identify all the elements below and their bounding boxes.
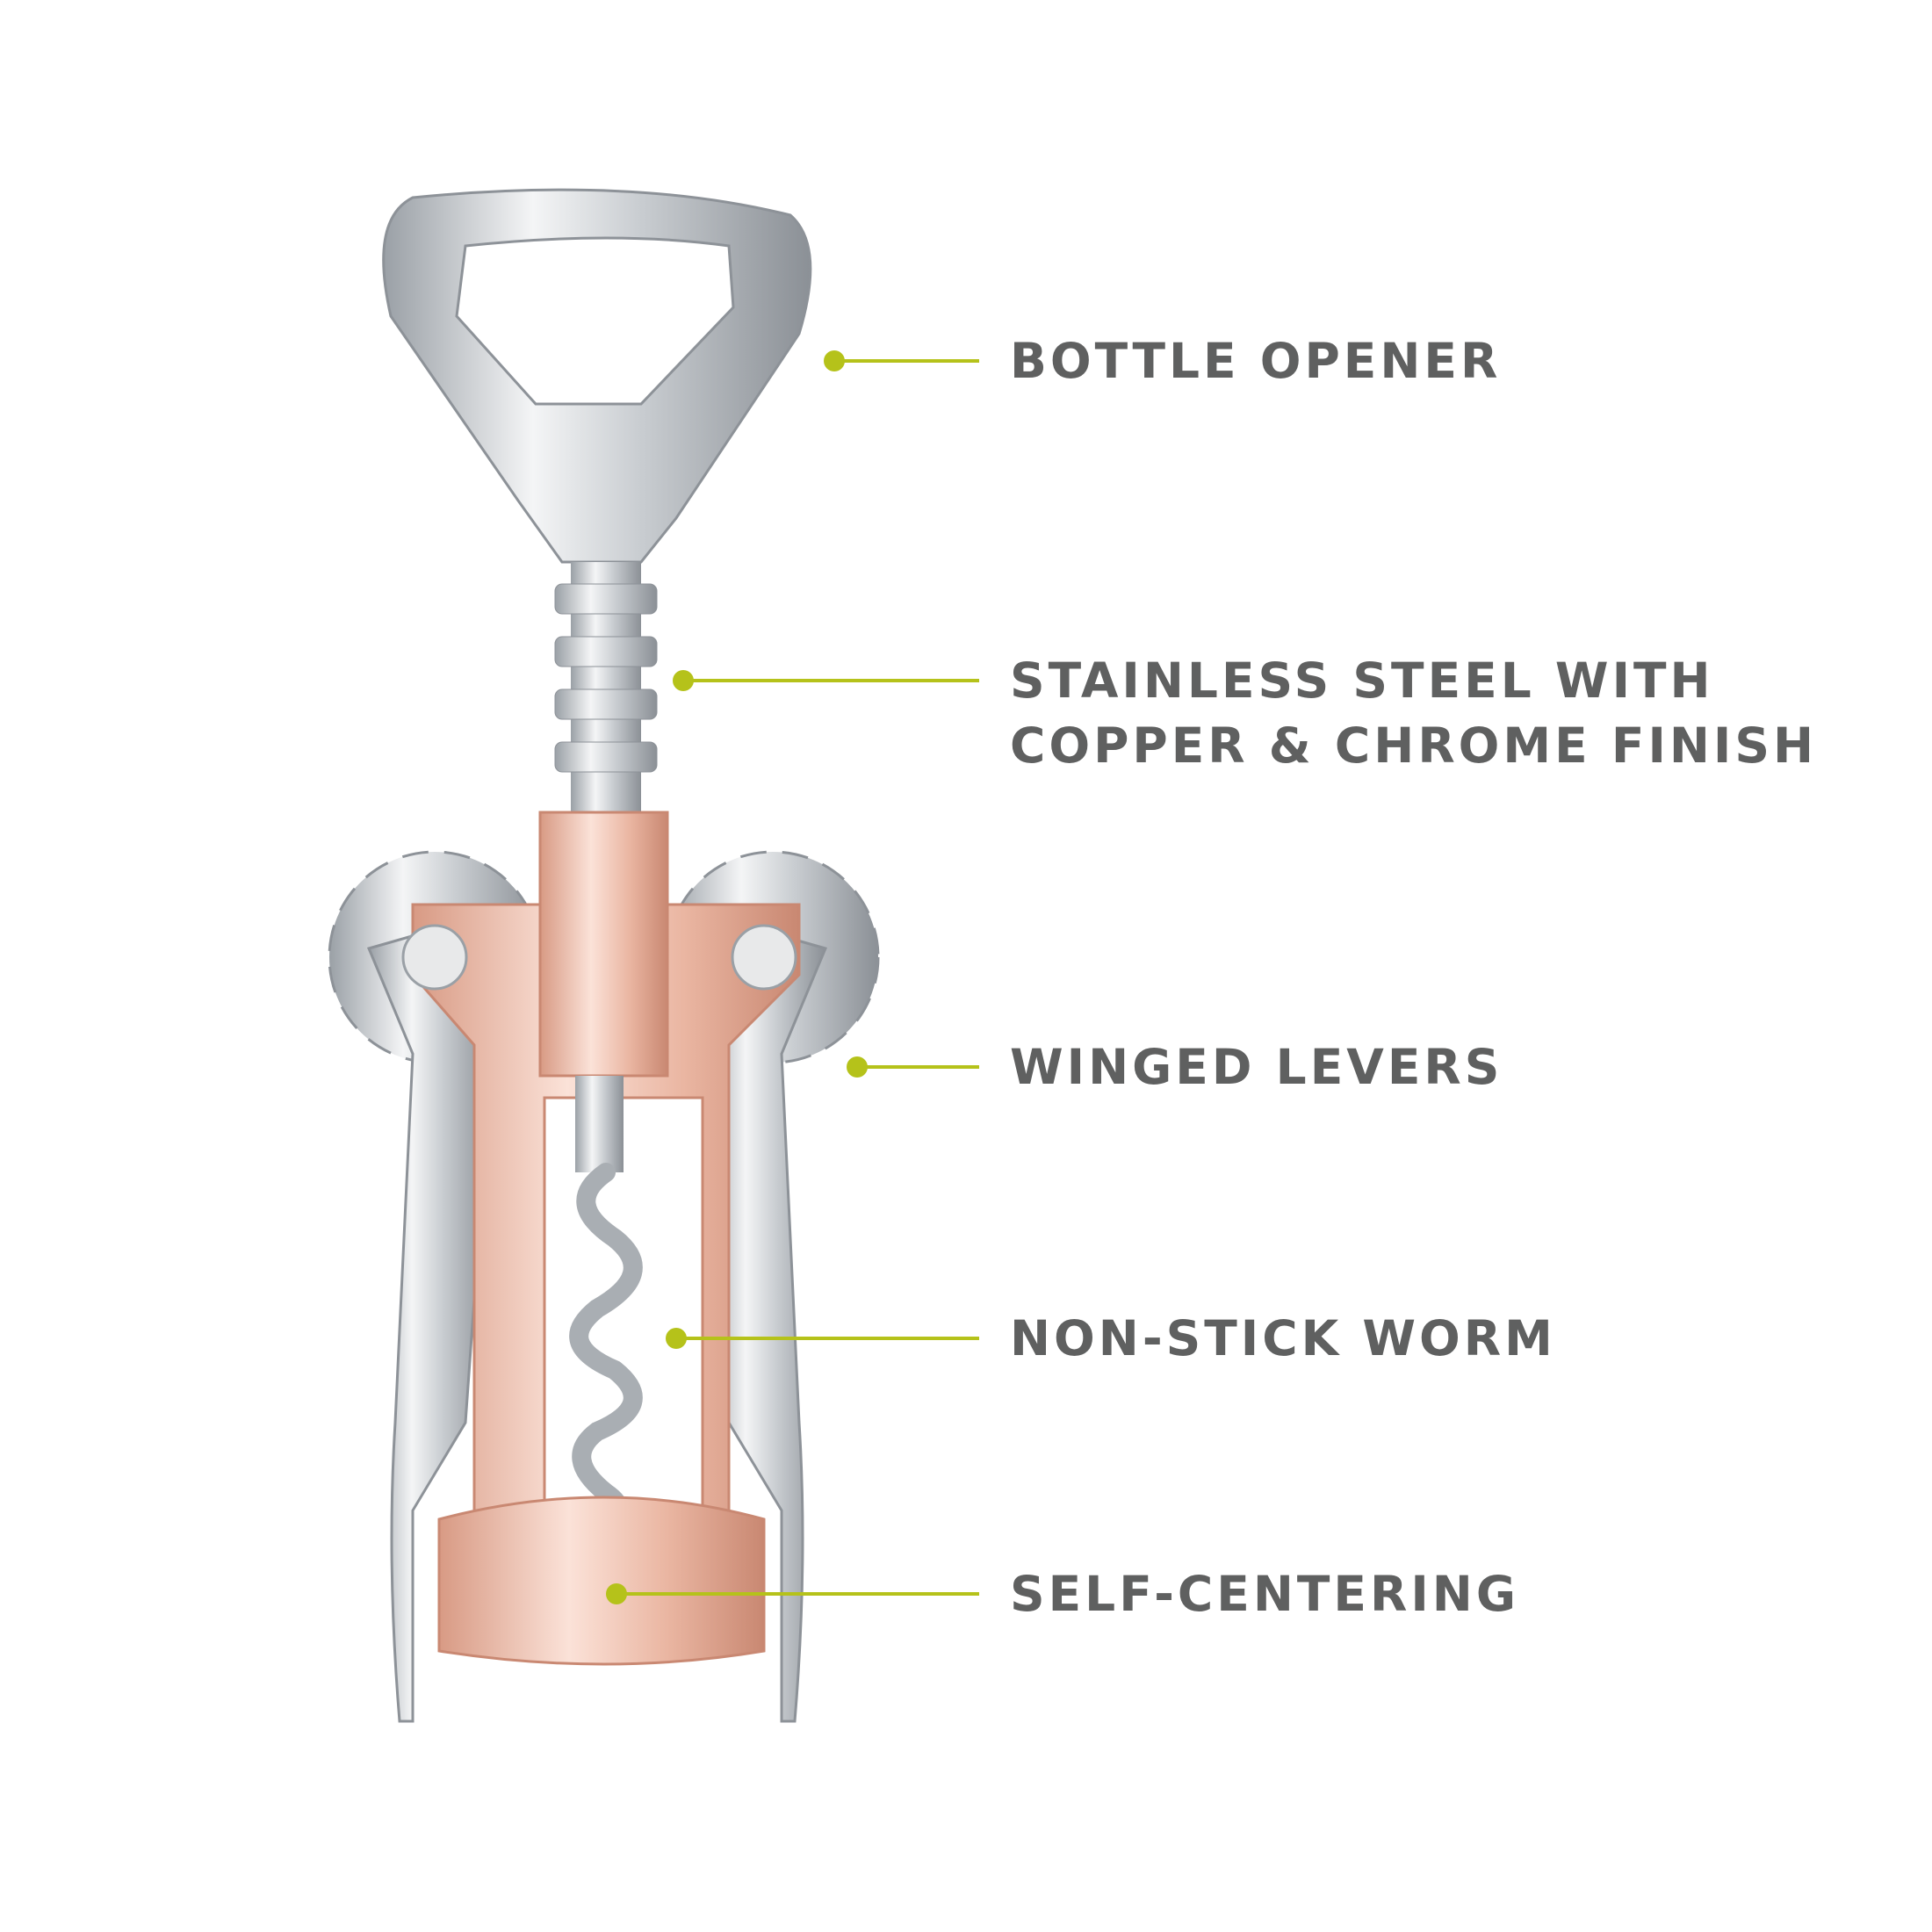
lever-left	[366, 912, 494, 1723]
callout-line	[683, 679, 979, 682]
callout-label: BOTTLE OPENER	[1010, 333, 1502, 389]
bottle-opener-handle	[382, 188, 812, 564]
callout-line	[857, 1065, 979, 1069]
callout-line	[676, 1337, 979, 1340]
pivot-right	[731, 924, 797, 991]
copper-frame	[411, 903, 801, 1512]
worm-spiral	[569, 1163, 643, 1538]
callout-label: STAINLESS STEEL WITH	[1010, 652, 1714, 709]
callout-label: COPPER & CHROME FINISH	[1010, 717, 1818, 774]
pivot-left	[401, 924, 468, 991]
callout-label: WINGED LEVERS	[1010, 1039, 1503, 1095]
callout-line	[834, 359, 979, 363]
copper-collar	[538, 811, 669, 1078]
callout-label: SELF-CENTERING	[1010, 1566, 1519, 1622]
shaft-rings	[554, 562, 658, 825]
lever-right	[701, 912, 828, 1723]
self-centering-base	[437, 1496, 766, 1666]
callout-label: NON-STICK WORM	[1010, 1310, 1556, 1366]
callout-line	[616, 1592, 979, 1596]
